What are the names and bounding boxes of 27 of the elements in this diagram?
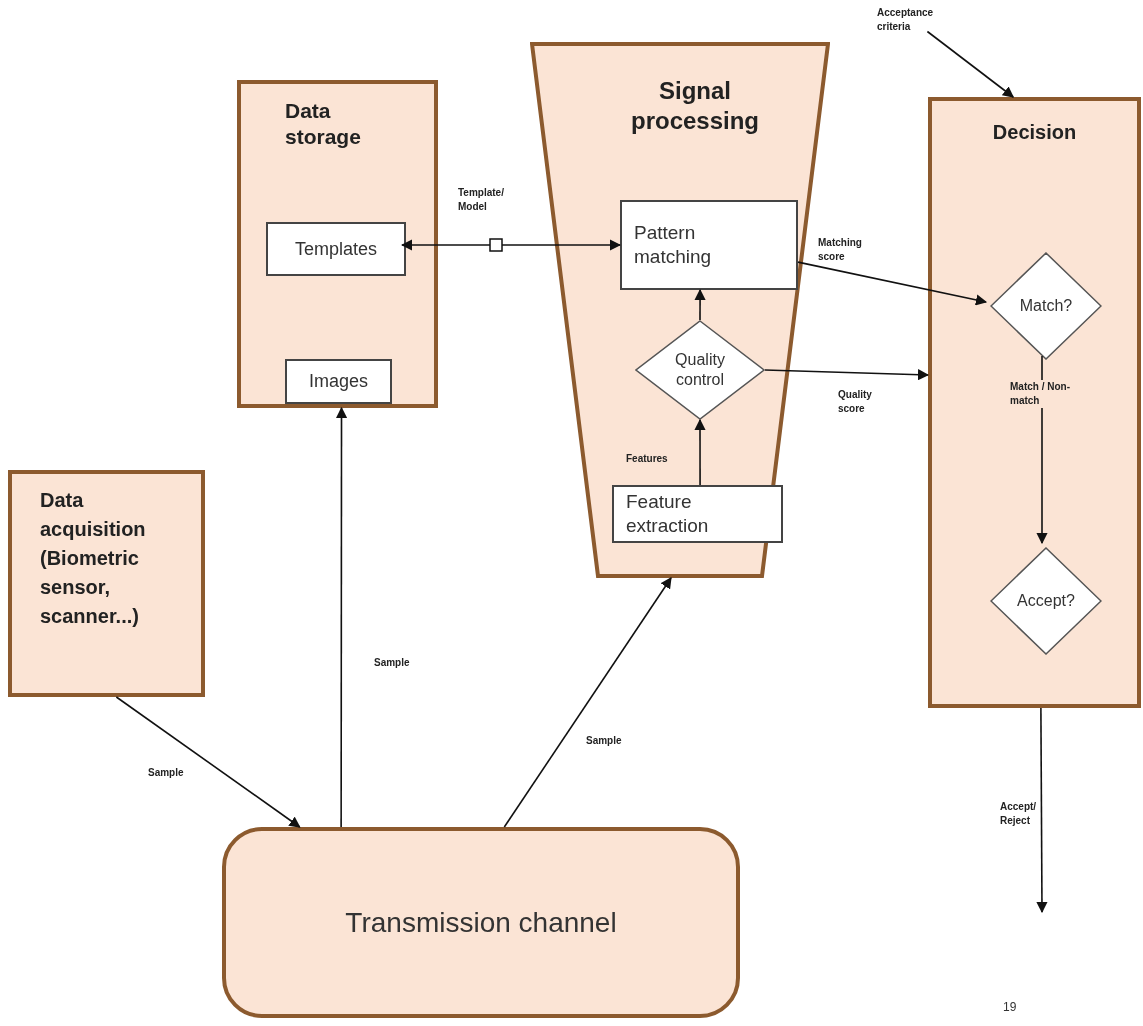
arrow	[400, 239, 622, 251]
note-text: Acceptance criteria	[877, 6, 949, 40]
process-box: Templates	[266, 222, 406, 276]
page-number: 19	[1003, 999, 1017, 1016]
arrow	[694, 418, 706, 486]
process-box: Pattern matching	[620, 200, 798, 290]
arrow	[764, 369, 930, 381]
arrow	[503, 577, 672, 828]
decision-panel	[928, 97, 1141, 708]
process-box: Feature extraction	[612, 485, 783, 543]
panel-heading: Data storage	[285, 98, 362, 151]
process-box: Data acquisition (Biometric sensor, scanner...)	[8, 470, 205, 697]
edge-label: Match / Non-match	[1010, 380, 1072, 408]
arrow	[335, 406, 348, 828]
storage-panel	[237, 80, 438, 408]
decision-diamond: Accept?	[990, 547, 1102, 655]
decision-diamond: Quality control	[635, 320, 765, 420]
arrow	[115, 696, 301, 828]
process-box: Images	[285, 359, 392, 404]
panel-heading: Signal processing	[629, 76, 760, 136]
decision-diamond: Match?	[990, 252, 1102, 360]
panel-heading: Decision	[991, 120, 1078, 145]
arrow	[926, 30, 1015, 98]
arrow	[1036, 707, 1048, 914]
arrow	[797, 261, 988, 306]
channel-box: Transmission channel	[222, 827, 740, 1018]
arrow	[694, 288, 706, 321]
